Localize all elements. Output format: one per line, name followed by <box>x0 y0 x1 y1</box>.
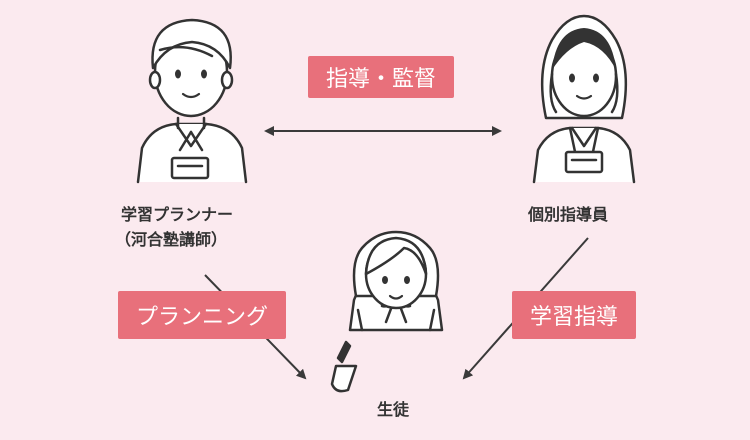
planning-tag: プランニング <box>118 291 286 339</box>
planner-name-label: 学習プランナー <box>121 205 234 224</box>
student-name-label: 生徒 <box>377 400 410 419</box>
planner-affiliation-label: （河合塾講師） <box>115 230 228 249</box>
study-guidance-tag: 学習指導 <box>512 291 636 339</box>
tutor-name-label: 個別指導員 <box>528 205 609 224</box>
supervision-tag: 指導・監督 <box>308 56 454 98</box>
